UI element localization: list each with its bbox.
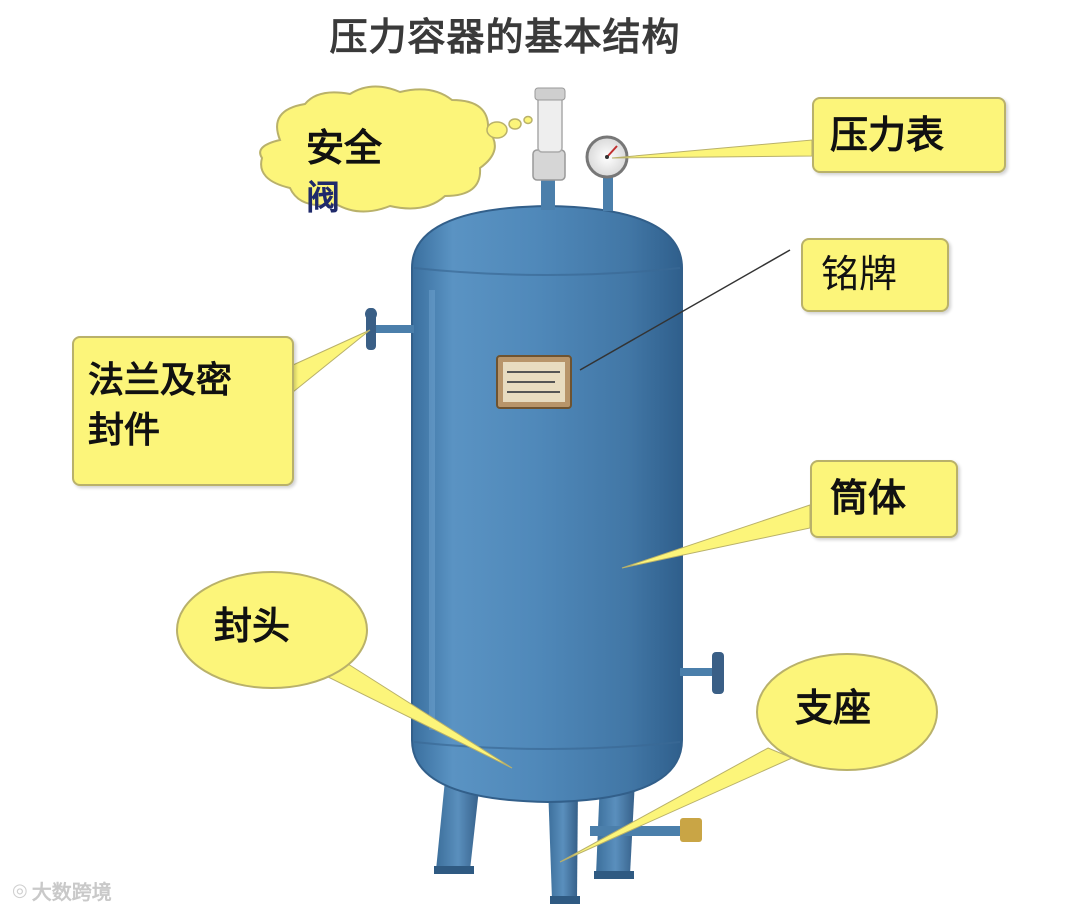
safety-valve-cloud (260, 86, 532, 211)
support-foot-right (594, 871, 634, 879)
pressure-gauge-icon (587, 137, 627, 211)
drain-valve-icon (680, 818, 702, 842)
nameplate-callout: 铭牌 (801, 238, 949, 312)
flange-seal-label-line2: 封件 (88, 408, 160, 455)
vessel-shell (412, 206, 682, 802)
support-label: 支座 (795, 684, 871, 733)
side-nozzle-icon (680, 652, 724, 694)
safety-valve-label-line2: 阀 (306, 176, 340, 220)
flange-seal-callout: 法兰及密 封件 (72, 336, 294, 486)
leader-pressure-gauge (612, 140, 812, 158)
flange-valve-icon (365, 308, 414, 350)
flange-seal-label-line1: 法兰及密 (88, 358, 232, 405)
safety-valve-icon (533, 88, 565, 210)
leader-flange (293, 330, 370, 392)
support-foot-left (434, 866, 474, 874)
nameplate-label: 铭牌 (821, 250, 897, 299)
head-label: 封头 (214, 602, 290, 651)
watermark-text: 大数跨境 (32, 876, 112, 905)
watermark-logo-icon: ◎ (12, 880, 28, 901)
nameplate-icon (497, 356, 571, 408)
safety-valve-label-line1: 安全 (306, 124, 382, 173)
pressure-gauge-callout: 压力表 (812, 97, 1006, 173)
support-foot-center (550, 896, 580, 904)
watermark: ◎ 大数跨境 (12, 876, 112, 905)
shell-callout: 筒体 (810, 460, 958, 538)
shell-label: 筒体 (830, 474, 906, 523)
pressure-gauge-label: 压力表 (830, 111, 944, 160)
